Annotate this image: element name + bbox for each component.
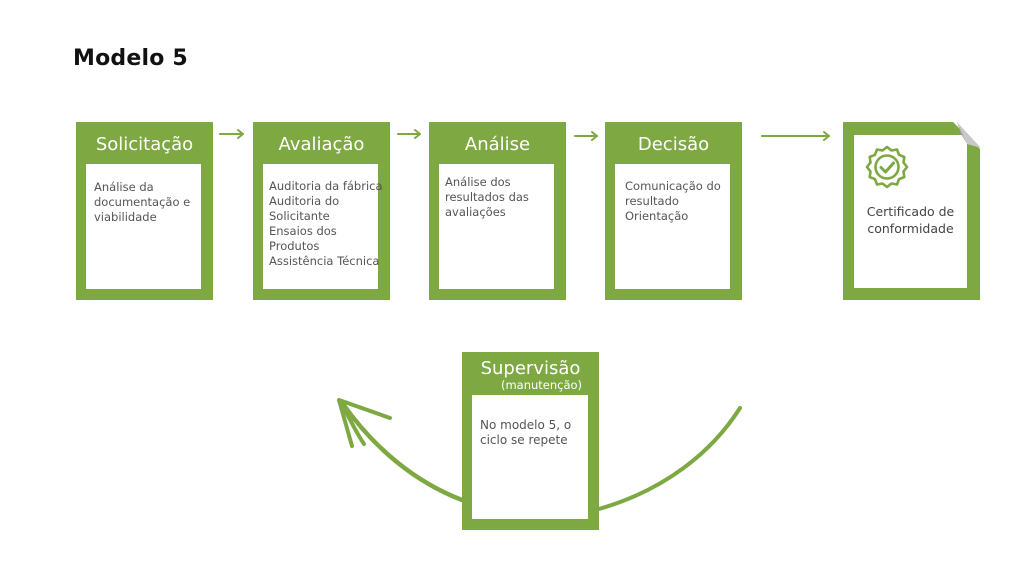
supervision-text-line: No modelo 5, o	[480, 418, 572, 432]
step-card-decisao: Decisão Comunicação do resultado Orienta…	[605, 122, 742, 300]
certificate-text-line: conformidade	[867, 221, 954, 236]
page-title: Modelo 5	[73, 46, 188, 71]
step-card-solicitacao: Solicitação Análise da documentação e vi…	[76, 122, 213, 300]
step-text-line: Análise dos	[445, 175, 511, 189]
step-content: Análise dos resultados das avaliações	[439, 164, 554, 289]
certificate-text: Certificado de conformidade	[854, 203, 967, 237]
step-title: Decisão	[637, 134, 710, 155]
step-text-line: Auditoria do	[269, 194, 340, 208]
supervision-card: Supervisão (manutenção) No modelo 5, o c…	[462, 352, 599, 530]
supervision-content: No modelo 5, o ciclo se repete	[472, 395, 588, 519]
certificate-text-line: Certificado de	[866, 204, 955, 219]
supervision-text-line: ciclo se repete	[480, 433, 568, 447]
step-text-line: Comunicação do	[625, 179, 721, 193]
step-text-line: avaliações	[445, 205, 506, 219]
step-text-line: documentação e	[94, 195, 191, 209]
step-text-line: Orientação	[625, 209, 689, 223]
arrow-right-icon	[574, 131, 598, 141]
arrow-right-icon	[761, 131, 830, 141]
supervision-subtitle: (manutenção)	[500, 378, 583, 392]
step-text-line: Assistência Técnica	[269, 254, 380, 268]
step-title: Avaliação	[278, 134, 365, 155]
step-title: Solicitação	[95, 134, 194, 155]
step-text-line: Auditoria da fábrica	[269, 179, 383, 193]
step-text-line: Análise da	[94, 180, 154, 194]
step-content: Comunicação do resultado Orientação	[615, 164, 730, 289]
step-card-avaliacao: Avaliação Auditoria da fábrica Auditoria…	[253, 122, 390, 300]
step-text-line: Solicitante	[269, 209, 330, 223]
certified-badge-icon	[865, 145, 909, 189]
step-text-line: Ensaios dos	[269, 224, 337, 238]
cycle-curve-right	[597, 406, 742, 511]
step-card-analise: Análise Análise dos resultados das avali…	[429, 122, 566, 300]
certificate-content: Certificado de conformidade	[854, 135, 967, 288]
step-content: Auditoria da fábrica Auditoria do Solici…	[263, 164, 383, 289]
step-text-line: viabilidade	[94, 210, 157, 224]
step-text-line: Produtos	[269, 239, 320, 253]
page-curl-icon	[953, 122, 981, 149]
arrow-right-icon	[219, 129, 244, 139]
cycle-curve-left	[340, 401, 465, 503]
step-title: Análise	[464, 134, 531, 155]
step-content: Análise da documentação e viabilidade	[86, 164, 201, 289]
supervision-title: Supervisão	[480, 358, 581, 379]
arrow-right-icon	[397, 129, 421, 139]
step-text-line: resultados das	[445, 190, 529, 204]
step-text-line: resultado	[625, 194, 679, 208]
certificate-card: Certificado de conformidade	[843, 122, 981, 300]
cycle-arrowhead-icon	[337, 398, 392, 448]
